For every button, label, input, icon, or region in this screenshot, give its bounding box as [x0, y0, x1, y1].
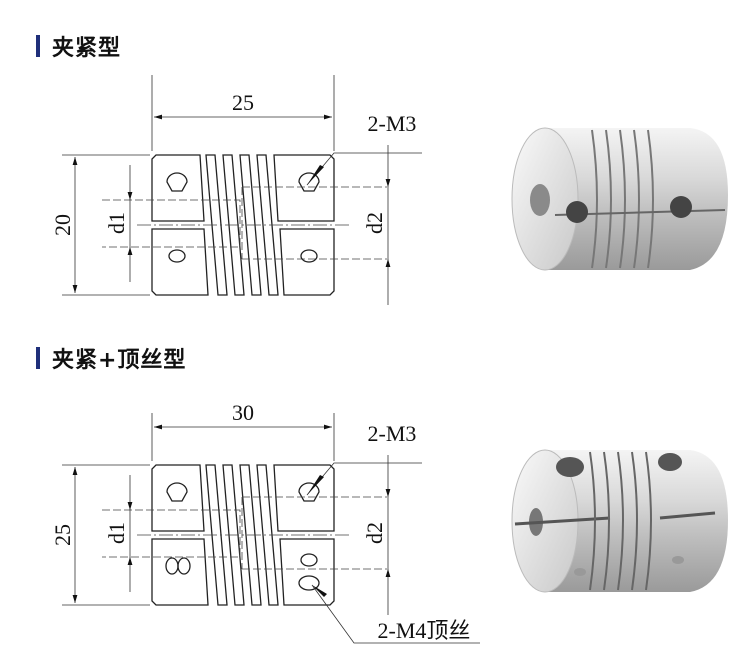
d1-label: d1 [104, 522, 129, 544]
d1-label: d1 [104, 212, 129, 234]
accent-bar [36, 347, 40, 369]
clamp-coupling-photo [511, 127, 728, 271]
clamp-coupling-drawing [62, 75, 422, 305]
d2-label: d2 [362, 522, 387, 544]
section-heading-clamp: 夹紧型 [36, 30, 121, 62]
clamp-setscrew-coupling-photo [511, 449, 728, 593]
screw-label: 2-M3 [368, 421, 417, 446]
length-dimension: 30 [232, 400, 254, 425]
set-screw-label: 2-M4顶丝 [378, 618, 471, 643]
d2-label: d2 [362, 212, 387, 234]
section-title: 夹紧+顶丝型 [52, 348, 187, 373]
height-dimension: 20 [50, 214, 75, 236]
clamp-setscrew-coupling-drawing [62, 413, 480, 644]
section-heading-clamp-setscrew: 夹紧+顶丝型 [36, 342, 186, 374]
length-dimension: 25 [232, 90, 254, 115]
section-title: 夹紧型 [52, 36, 122, 61]
accent-bar [36, 35, 40, 57]
height-dimension: 25 [50, 524, 75, 546]
screw-label: 2-M3 [368, 111, 417, 136]
